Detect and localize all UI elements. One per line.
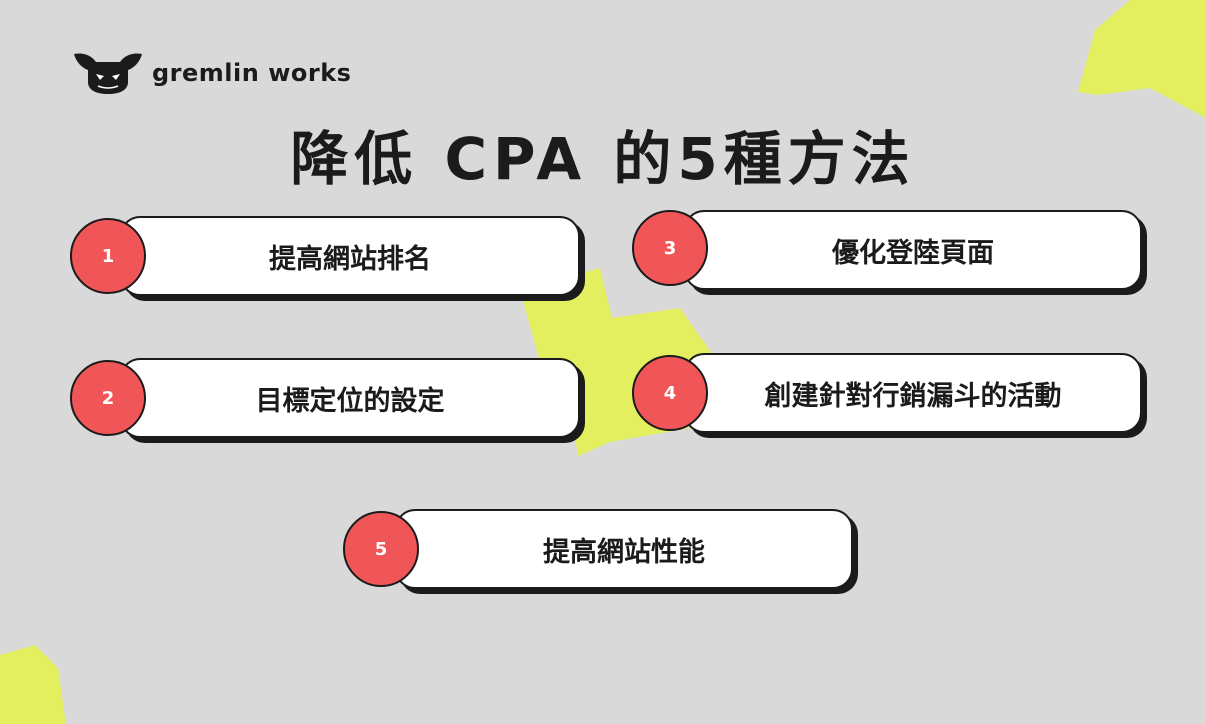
step-card: 創建針對行銷漏斗的活動 [684,353,1142,433]
step-label: 提高網站排名 [269,243,431,275]
step-label: 優化登陸頁面 [832,237,994,269]
lime-shape-bottom-left [0,645,66,724]
brand-name: gremlin works [152,59,352,87]
step-number-badge: 5 [343,511,419,587]
step-card: 目標定位的設定 [120,358,580,438]
step-item-2: 目標定位的設定 2 [70,358,590,442]
lime-shape-top-right [1078,0,1206,118]
page-title: 降低 CPA 的5種方法 [290,125,916,193]
step-card: 提高網站性能 [395,509,853,589]
step-number-badge: 2 [70,360,146,436]
step-item-5: 提高網站性能 5 [343,509,858,593]
step-card: 優化登陸頁面 [684,210,1142,290]
step-label: 創建針對行銷漏斗的活動 [764,380,1062,412]
step-item-1: 提高網站排名 1 [70,216,590,300]
step-label: 目標定位的設定 [255,385,445,417]
step-number-badge: 3 [632,210,708,286]
step-number-badge: 4 [632,355,708,431]
gremlin-mascot-icon [74,53,142,94]
step-label: 提高網站性能 [543,536,705,568]
step-item-3: 優化登陸頁面 3 [632,210,1147,294]
step-card: 提高網站排名 [120,216,580,296]
step-number-badge: 1 [70,218,146,294]
step-item-4: 創建針對行銷漏斗的活動 4 [632,353,1147,437]
brand-logo: gremlin works [72,50,351,96]
